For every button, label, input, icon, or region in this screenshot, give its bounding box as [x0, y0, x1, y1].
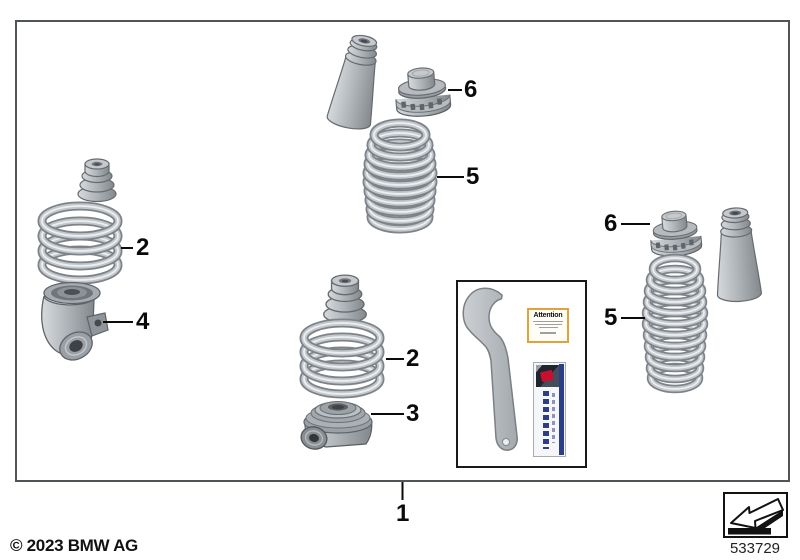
attention-title: Attention	[533, 312, 563, 319]
attention-fine-print-line	[538, 326, 558, 328]
dust-boot-right	[712, 206, 763, 304]
spring-support-right	[647, 208, 703, 259]
package-red-tube	[540, 369, 554, 383]
diagram-frame	[15, 20, 790, 482]
coil-spring-right	[641, 253, 709, 394]
diagram-number: 533729	[729, 540, 781, 557]
callout-seat-center-3[interactable]: 3	[406, 400, 420, 427]
attention-fine-print-line	[533, 320, 563, 322]
callout-spring-left-2[interactable]: 2	[136, 234, 150, 261]
bump-stop-center	[323, 274, 367, 324]
dust-boot-top	[325, 31, 388, 133]
package-blue-stripe	[559, 364, 564, 455]
attention-label: Attention	[527, 308, 569, 343]
bump-stop-left	[77, 158, 117, 203]
grease-tube-package	[533, 362, 566, 457]
package-vertical-text	[543, 391, 549, 449]
callout-spring-center-2[interactable]: 2	[406, 345, 420, 372]
attention-fine-print-line	[534, 323, 562, 325]
coil-spring-left	[37, 201, 123, 285]
callout-support-right-6[interactable]: 6	[604, 210, 618, 237]
spring-seat-center	[300, 401, 373, 450]
coil-spring-top	[362, 118, 438, 234]
package-product-photo	[536, 365, 559, 387]
leader-lines	[103, 89, 650, 500]
copyright-text: © 2023 BMW AG	[10, 536, 138, 555]
arrow-lower-left-icon	[728, 498, 784, 535]
hook-wrench	[462, 287, 518, 451]
attention-fine-print-line	[540, 332, 556, 334]
callout-kit-1[interactable]: 1	[396, 500, 410, 527]
package-vertical-text-2	[552, 393, 555, 443]
part-direction-box	[723, 492, 788, 538]
callout-spring-top-5[interactable]: 5	[466, 163, 480, 190]
callout-mount-left-4[interactable]: 4	[136, 308, 150, 335]
callout-support-top-6[interactable]: 6	[464, 76, 478, 103]
coil-spring-center	[299, 318, 385, 399]
strut-mount-left	[41, 281, 109, 361]
callout-spring-right-5[interactable]: 5	[604, 304, 618, 331]
spring-support-top	[392, 65, 452, 119]
